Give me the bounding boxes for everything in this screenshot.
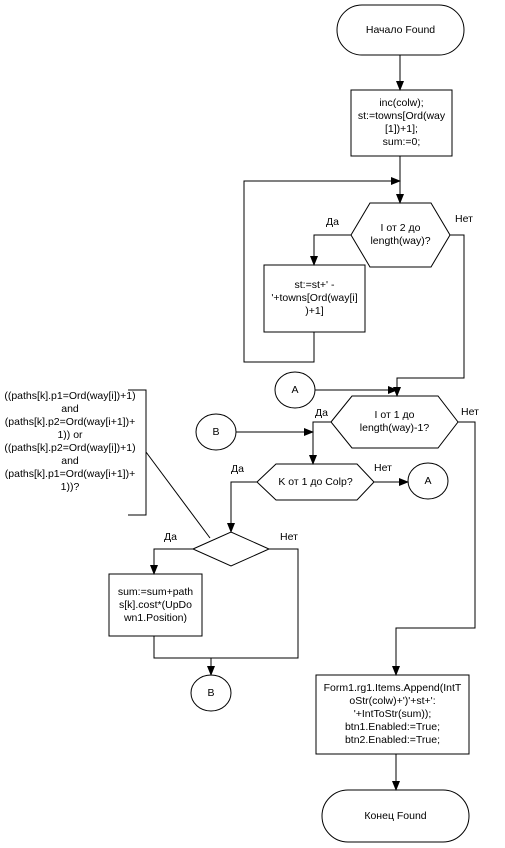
- connector-a-left-label: A: [291, 383, 299, 396]
- loop2-condition-text: I от 1 до length(way)-1?: [359, 409, 430, 434]
- decision-yes-label: Да: [164, 531, 177, 543]
- loop3-yes-label: Да: [231, 463, 244, 475]
- output-block-text: Form1.rg1.Items.Append(IntT oStr(colw)+'…: [323, 682, 462, 746]
- flow-loop2-no: [392, 421, 476, 676]
- condition-decision-rhombus: [191, 531, 271, 567]
- decision-comment-text: ((paths[k].p1=Ord(way[i])+1) and (paths[…: [4, 390, 136, 493]
- loop1-yes-label: Да: [326, 216, 339, 228]
- sum-block-text: sum:=sum+path s[k].cost*(UpDo wn1.Positi…: [117, 585, 194, 624]
- loop3-no-label: Нет: [374, 462, 392, 474]
- decision-no-label: Нет: [280, 531, 298, 543]
- end-label: Конец Found: [364, 809, 427, 822]
- flow-loop1-back: [243, 177, 401, 363]
- flow-decision-no: [211, 548, 299, 659]
- flow-sum-to-merge: [153, 636, 215, 676]
- flow-decision-yes: [150, 548, 193, 575]
- connector-b-left-label: B: [212, 425, 220, 438]
- flow-loop3-yes: [227, 481, 257, 533]
- init-block-text: inc(colw); st:=towns[Ord(way [1])+1]; su…: [357, 97, 446, 148]
- start-label: Начало Found: [365, 23, 436, 36]
- flow-loop1-yes: [310, 234, 351, 266]
- loop1-body-text: st:=st+' - '+towns[Ord(way[i] )+1]: [271, 279, 358, 317]
- flow-loop1-no: [393, 234, 465, 397]
- flow-loop2-yes: [309, 421, 331, 465]
- loop1-condition-text: I от 2 до length(way)?: [370, 222, 431, 247]
- comment-link-line: [145, 451, 211, 539]
- connector-b-bottom-label: B: [207, 686, 215, 699]
- loop3-condition-text: K от 1 до Colp?: [278, 475, 353, 488]
- connector-a-right-label: A: [424, 474, 432, 487]
- loop2-no-label: Нет: [461, 406, 479, 418]
- loop1-no-label: Нет: [455, 213, 473, 225]
- loop2-yes-label: Да: [315, 407, 328, 419]
